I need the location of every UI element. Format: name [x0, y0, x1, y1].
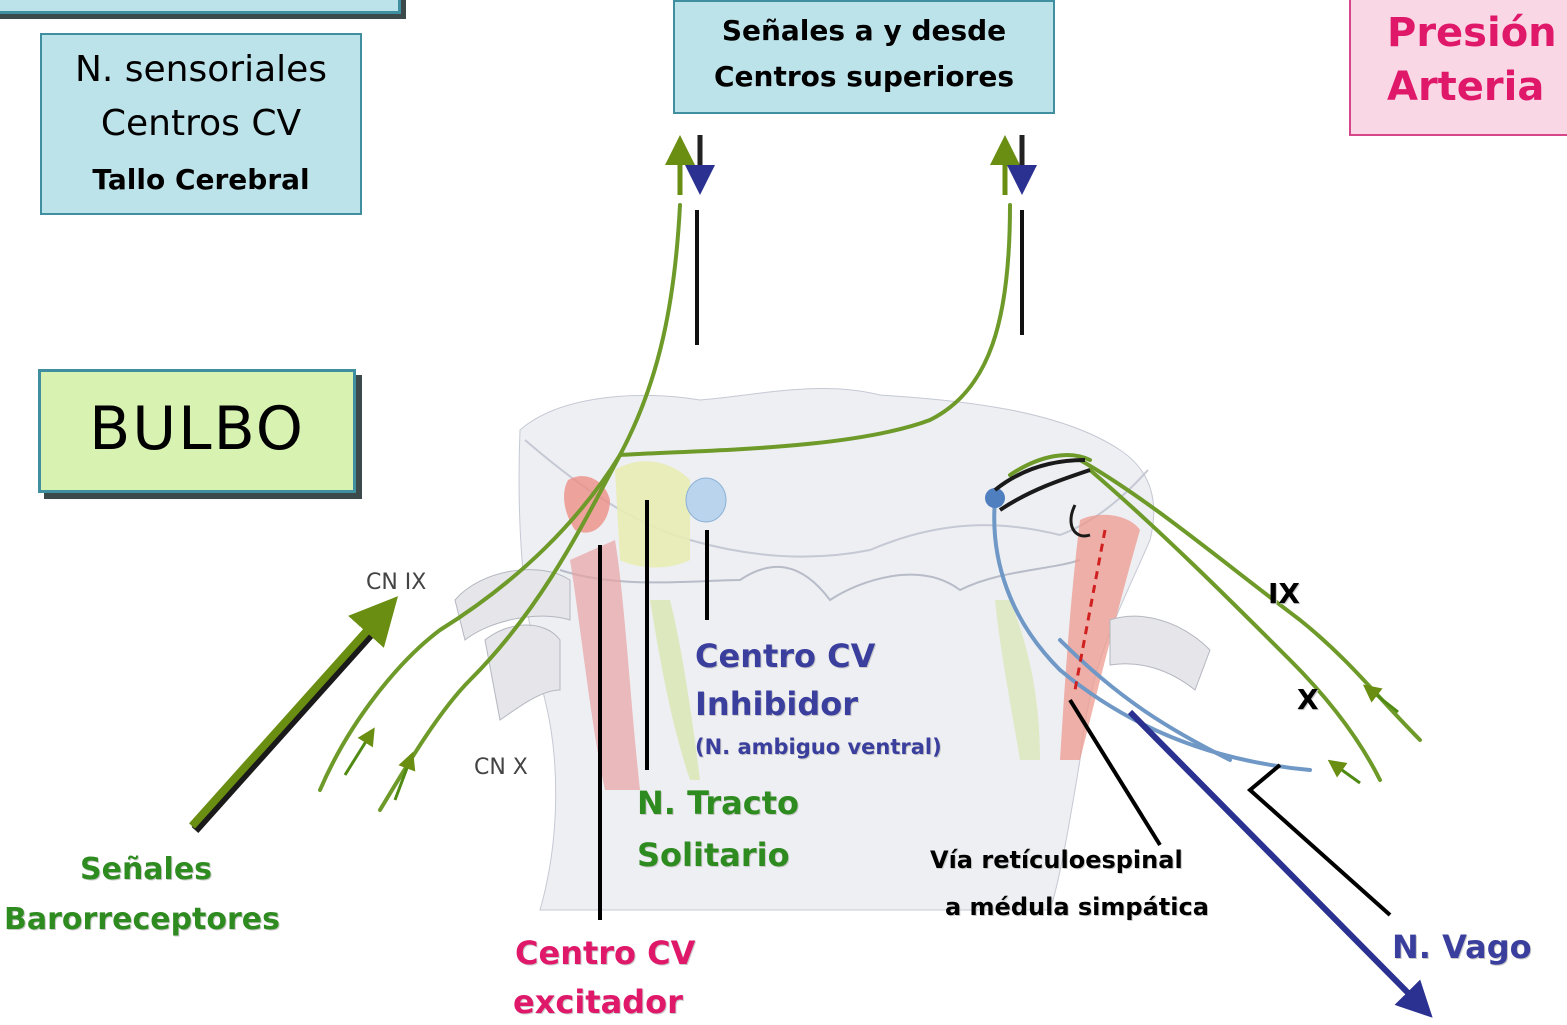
- reticulospinal-line-2: a médula simpática: [945, 893, 1209, 921]
- baroreceptor-line-2: Barorreceptores: [4, 902, 280, 937]
- reticulospinal-line-1: Vía retículoespinal: [930, 846, 1183, 874]
- solitary-tract-line-1: N. Tracto: [637, 784, 799, 822]
- ix-label: IX: [1268, 577, 1300, 610]
- inhibitory-center-line-1: Centro CV: [695, 637, 875, 675]
- solitary-tract-line-2: Solitario: [637, 836, 790, 874]
- vagus-label: N. Vago: [1392, 928, 1532, 966]
- baroreceptor-arrow: [192, 614, 382, 826]
- inhibitory-center-line-3: (N. ambiguo ventral): [695, 735, 942, 759]
- inhibitory-nucleus: [686, 478, 726, 522]
- ascending-descending-arrows-left: [680, 135, 700, 345]
- excitatory-center-line-1: Centro CV: [515, 934, 695, 972]
- solitary-region: [615, 461, 690, 567]
- x-label: X: [1297, 683, 1319, 716]
- right-nerve-root: [1110, 616, 1210, 690]
- blue-cell-body: [985, 488, 1005, 508]
- inhibitory-center-line-2: Inhibidor: [695, 685, 858, 723]
- cn-ix-label: CN IX: [366, 570, 426, 595]
- excitatory-center-line-2: excitador: [513, 983, 683, 1021]
- baroreceptor-line-1: Señales: [80, 852, 212, 887]
- cn-x-label: CN X: [474, 755, 528, 780]
